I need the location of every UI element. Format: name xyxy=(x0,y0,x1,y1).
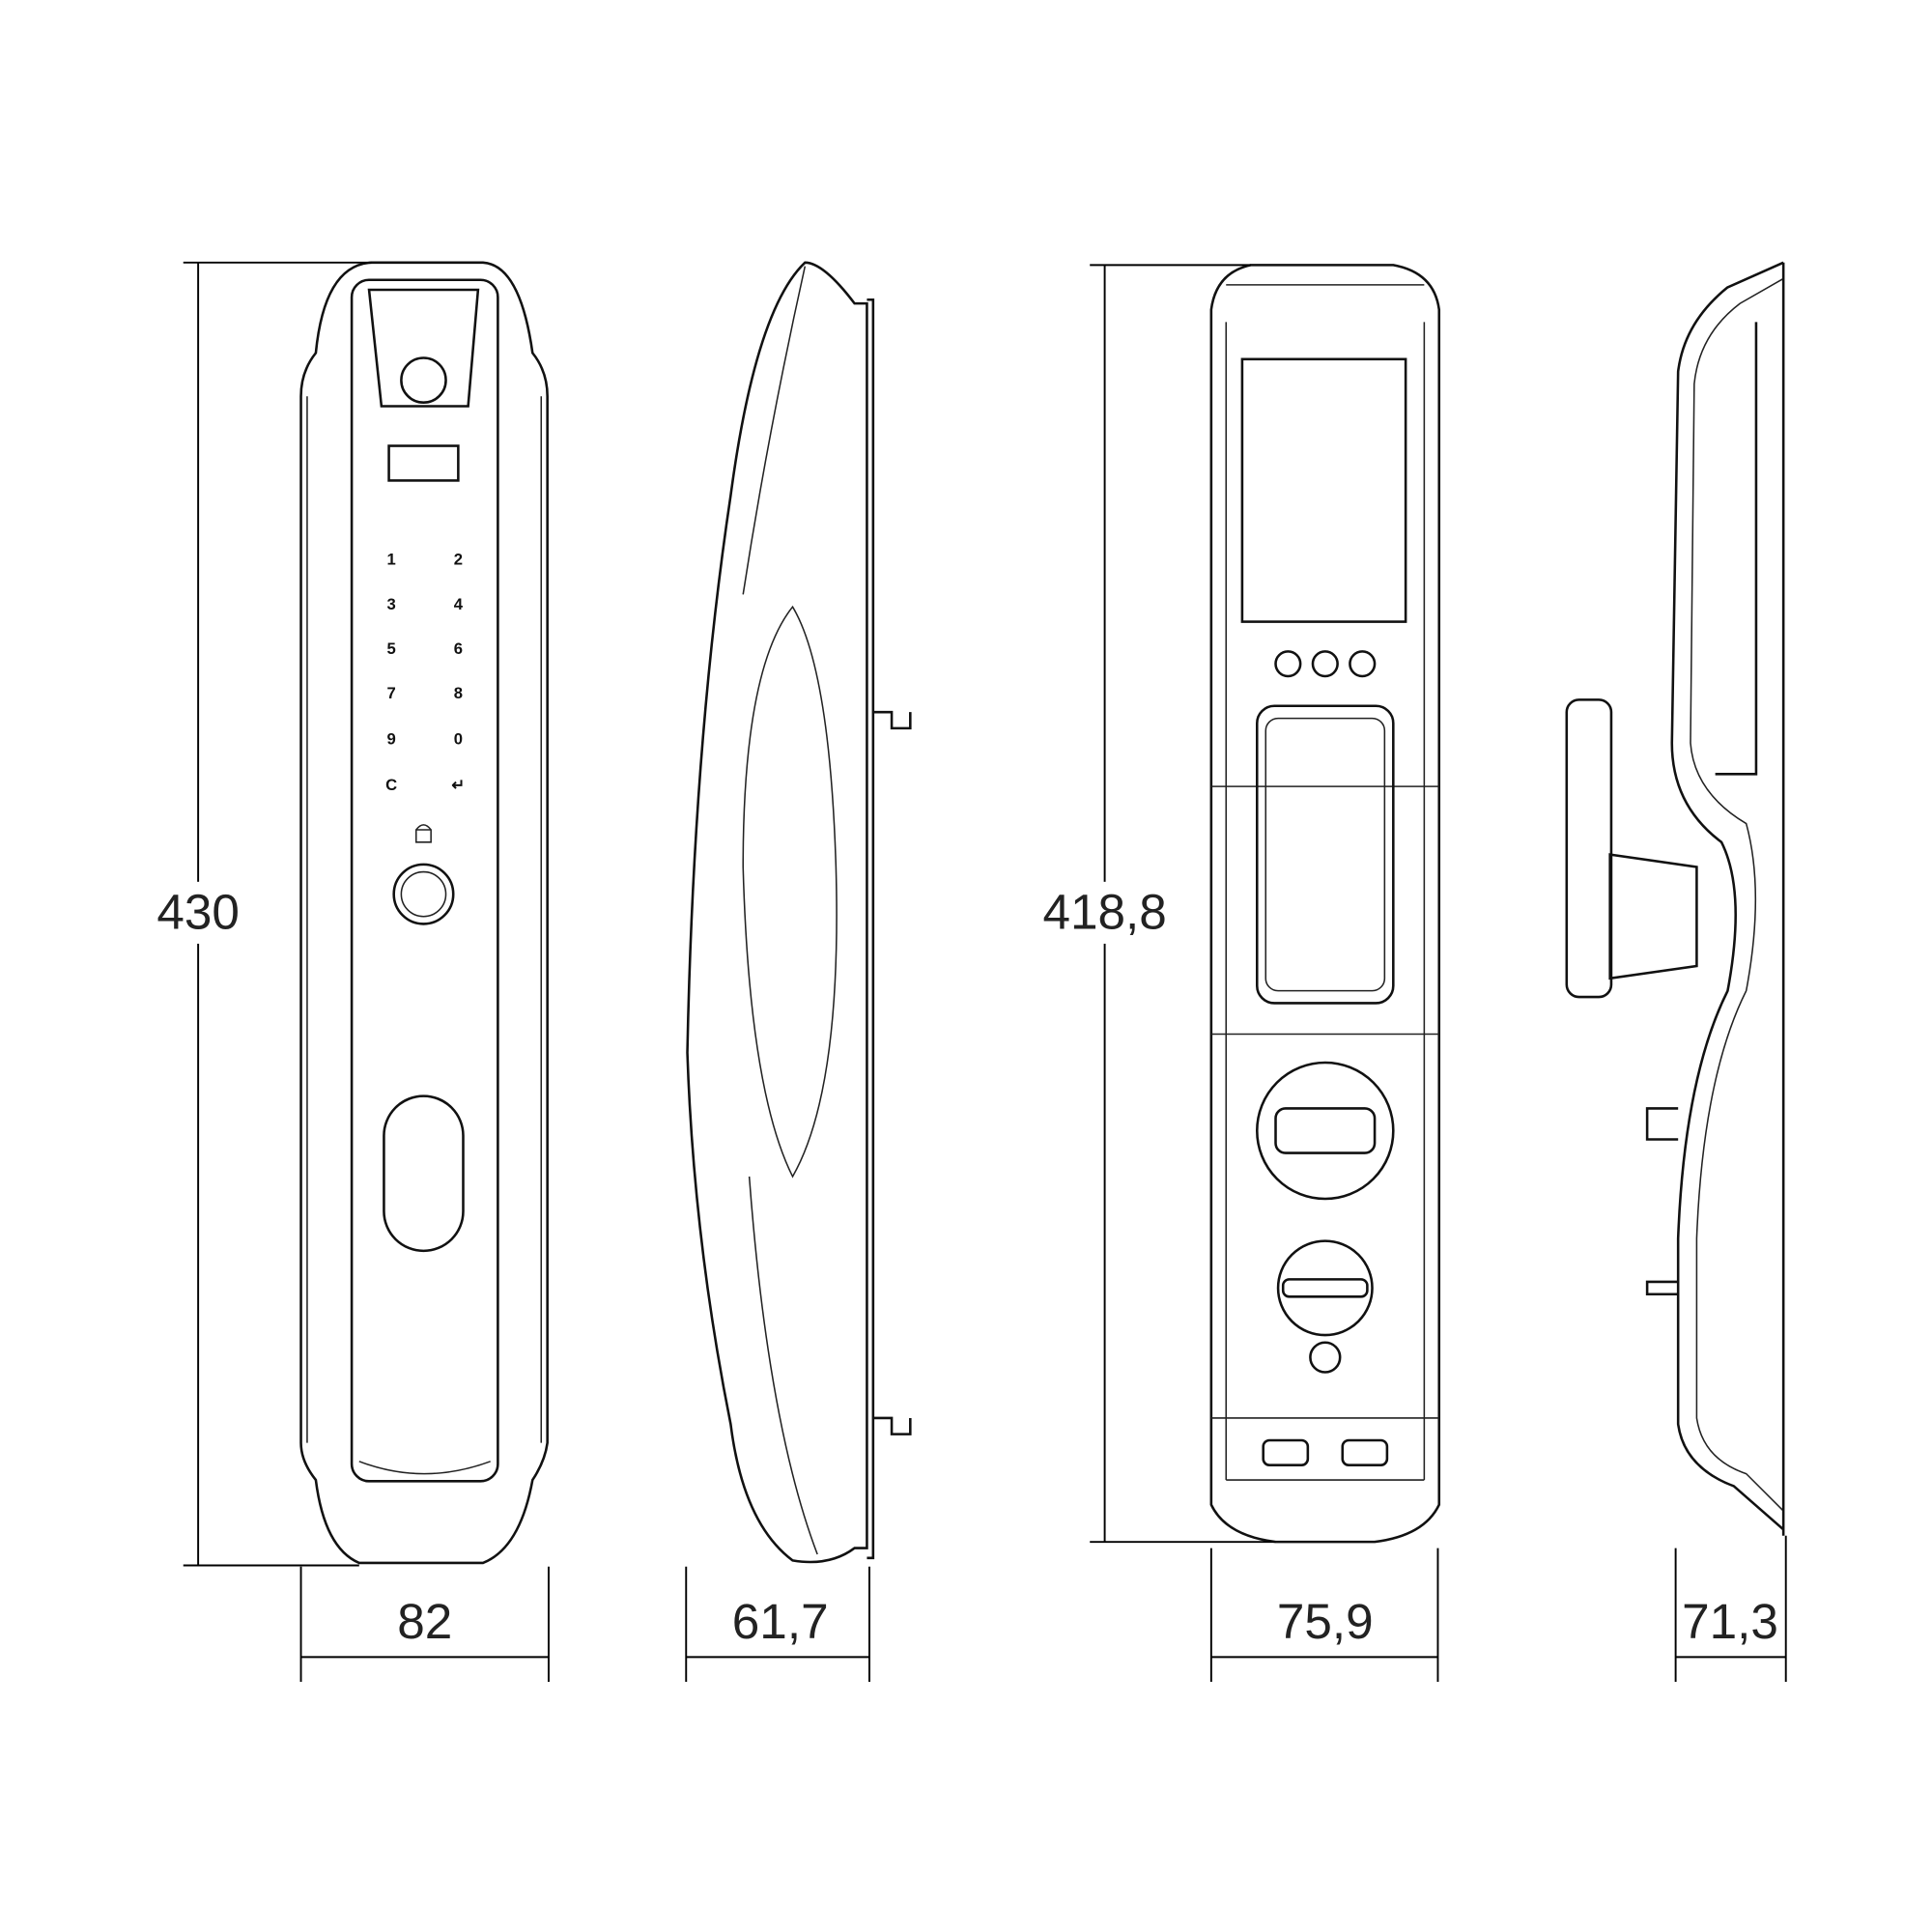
battery-slot-1 xyxy=(1262,1438,1310,1466)
key-enter[interactable]: ↵ xyxy=(451,776,465,794)
lock-icon xyxy=(415,824,432,843)
keypad: 1 2 3 4 5 6 7 8 9 0 C ↵ xyxy=(385,551,465,794)
next-button[interactable] xyxy=(1349,650,1377,678)
key-5[interactable]: 5 xyxy=(386,639,395,658)
screen-display xyxy=(1240,357,1407,623)
display-window xyxy=(387,444,460,482)
handle-grip xyxy=(383,1094,465,1253)
safety-knob xyxy=(1276,1239,1374,1337)
key-2[interactable]: 2 xyxy=(454,551,463,569)
key-0[interactable]: 0 xyxy=(454,730,463,749)
key-9[interactable]: 9 xyxy=(386,730,395,749)
dim-back-side-depth: 71,3 xyxy=(1682,1594,1778,1649)
key-3[interactable]: 3 xyxy=(386,595,395,613)
dim-front-width: 82 xyxy=(397,1594,452,1649)
key-8[interactable]: 8 xyxy=(454,684,463,702)
dim-back-width: 75,9 xyxy=(1277,1594,1374,1649)
camera-housing xyxy=(367,288,480,408)
dim-side-depth: 61,7 xyxy=(732,1594,829,1649)
prev-button[interactable] xyxy=(1274,650,1302,678)
dim-front-height: 430 xyxy=(156,885,240,940)
handle-recess xyxy=(1256,704,1395,1005)
side-view xyxy=(686,261,912,1564)
back-side-view xyxy=(1565,261,1785,1536)
reset-button[interactable] xyxy=(1309,1341,1342,1374)
key-4[interactable]: 4 xyxy=(454,595,464,613)
battery-slot-2 xyxy=(1341,1438,1389,1466)
confirm-button[interactable] xyxy=(1311,650,1339,678)
key-6[interactable]: 6 xyxy=(454,639,463,658)
key-7[interactable]: 7 xyxy=(386,684,395,702)
key-1[interactable]: 1 xyxy=(386,551,395,569)
back-view xyxy=(1209,264,1441,1544)
dim-back-height: 418,8 xyxy=(1042,885,1166,940)
handle-lever xyxy=(1565,698,1613,999)
key-clear[interactable]: C xyxy=(385,776,397,794)
fingerprint-sensor xyxy=(392,863,455,925)
front-view: 1 2 3 4 5 6 7 8 9 0 C ↵ xyxy=(299,261,549,1565)
camera-lens-icon xyxy=(400,356,447,404)
thumb-turn xyxy=(1256,1061,1395,1201)
dimension-lines xyxy=(183,261,1787,1683)
